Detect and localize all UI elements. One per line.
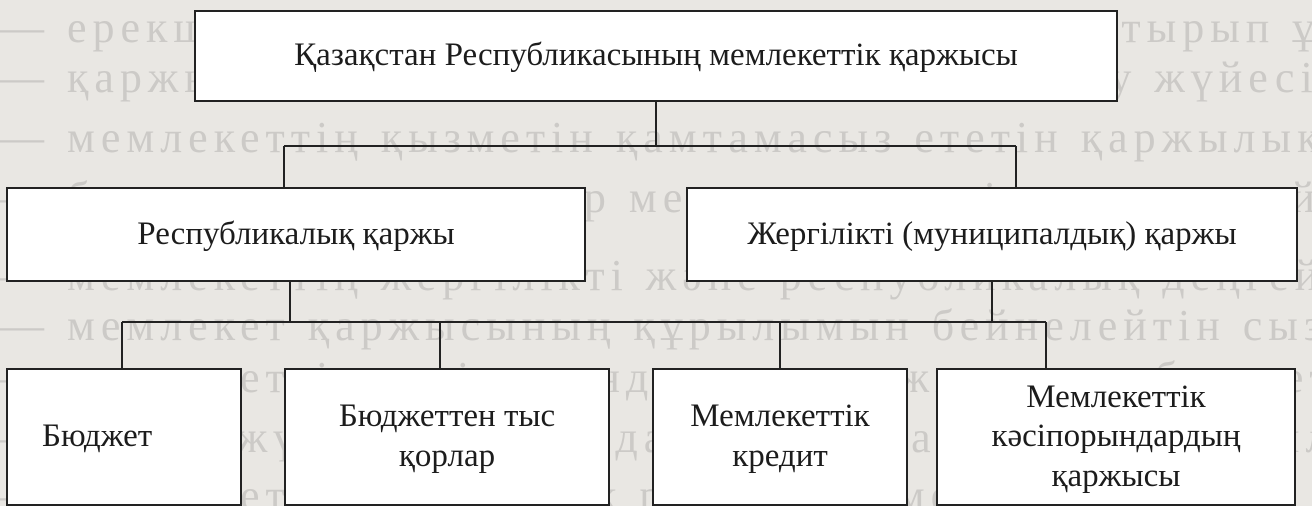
node-republican-finance-label: Республикалық қаржы — [137, 215, 455, 252]
node-state-enterprise-finance-line1: Мемлекеттік — [1026, 378, 1206, 415]
node-republican-finance: Республикалық қаржы — [6, 187, 586, 282]
node-state-enterprise-finance-line3: қаржысы — [1051, 457, 1181, 494]
node-state-enterprise-finance-line2: кәсіпорындардың — [991, 418, 1241, 455]
node-state-credit: Мемлекеттік кредит — [652, 368, 908, 506]
node-state-finance: Қазақстан Республикасының мемлекеттік қа… — [194, 10, 1118, 102]
node-off-budget-funds-line1: Бюджеттен тыс — [338, 398, 556, 435]
node-state-credit-line1: Мемлекеттік — [690, 398, 870, 435]
node-off-budget-funds-line2: қорлар — [398, 438, 496, 474]
node-local-finance: Жергілікті (муниципалдық) қаржы — [686, 187, 1298, 282]
node-local-finance-label: Жергілікті (муниципалдық) қаржы — [747, 215, 1237, 252]
node-off-budget-funds: Бюджеттен тыс қорлар — [284, 368, 610, 506]
node-state-credit-line2: кредит — [732, 438, 828, 474]
node-budget: Бюджет — [6, 368, 242, 506]
node-state-enterprise-finance: Мемлекеттік кәсіпорындардың қаржысы — [936, 368, 1296, 506]
node-state-finance-label: Қазақстан Республикасының мемлекеттік қа… — [294, 37, 1018, 74]
node-budget-label: Бюджет — [42, 418, 153, 455]
